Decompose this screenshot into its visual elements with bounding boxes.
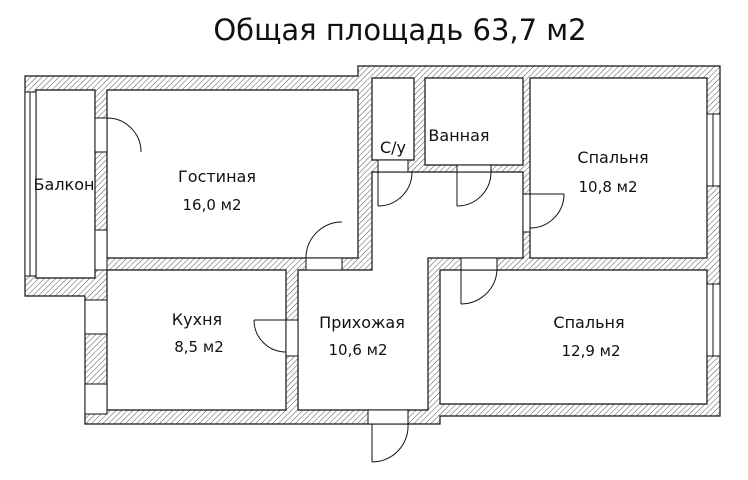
hall-label: Прихожая	[319, 313, 405, 332]
door-living	[305, 257, 343, 271]
kitchen-label: Кухня	[172, 310, 222, 329]
plan-title: Общая площадь 63,7 м2	[213, 13, 587, 47]
hall-area: 10,6 м2	[328, 341, 387, 359]
bedroom2-area: 12,9 м2	[561, 342, 620, 360]
bedroom1-label: Спальня	[577, 148, 648, 167]
living-area: 16,0 м2	[182, 196, 241, 214]
door-bedroom2	[460, 257, 498, 271]
bath-label: Ванная	[428, 126, 489, 145]
door-bath	[456, 164, 492, 173]
door-kitchen	[285, 319, 299, 357]
bedroom2-label: Спальня	[553, 313, 624, 332]
door-balcony	[94, 117, 108, 153]
doors	[94, 117, 565, 463]
door-bedroom1	[522, 193, 531, 233]
door-entrance	[367, 409, 409, 425]
door-wc	[377, 159, 409, 173]
walls	[24, 65, 721, 425]
bedroom1-area: 10,8 м2	[578, 178, 637, 196]
wc-label: С/у	[380, 138, 406, 157]
balcony-label: Балкон	[34, 175, 95, 194]
kitchen-area: 8,5 м2	[174, 338, 223, 356]
living-label: Гостиная	[178, 167, 256, 186]
